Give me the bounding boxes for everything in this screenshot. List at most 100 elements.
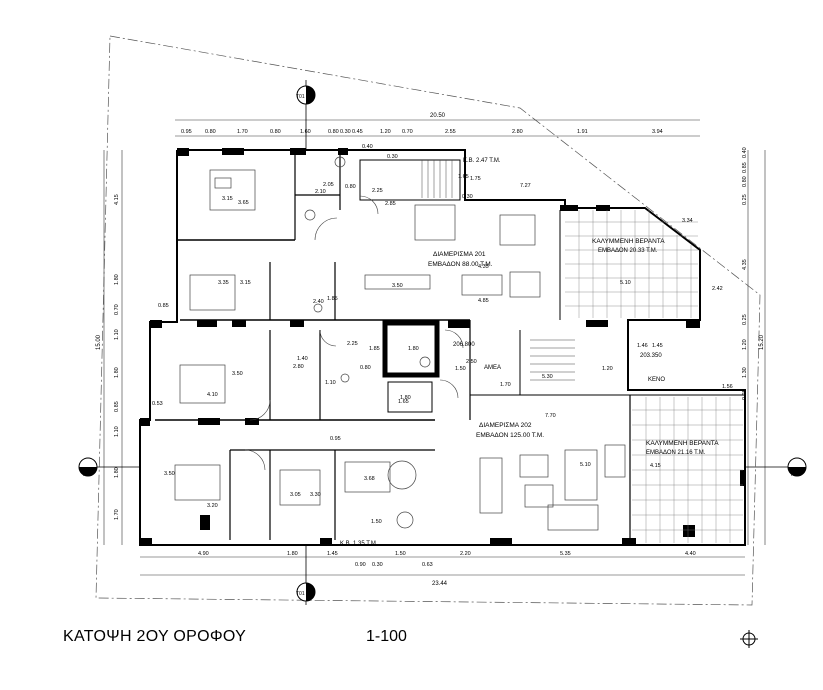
section-label-bottom: T01 bbox=[296, 591, 305, 597]
dimension-right-segment: 0.80 bbox=[742, 176, 748, 187]
dimension-right-segment: 0.25 bbox=[742, 389, 748, 400]
plot-boundary bbox=[95, 35, 761, 606]
dimension-interior: 0.40 bbox=[362, 144, 373, 150]
dimension-right-segment: 1.30 bbox=[742, 367, 748, 378]
storage-top-label: Κ.Β. 2.47 Τ.Μ. bbox=[463, 158, 501, 164]
dimension-interior: 0.30 bbox=[462, 194, 473, 200]
level-mark-1: 206.800 bbox=[453, 342, 475, 348]
dimension-top-segment: 0.80 bbox=[205, 129, 216, 135]
section-label-left: T02 bbox=[82, 472, 91, 478]
dimension-top-segment: 0.80 bbox=[270, 129, 281, 135]
dimension-interior: 0.80 bbox=[360, 365, 371, 371]
section-label-right: T02 bbox=[790, 472, 799, 478]
veranda-grid-bottom bbox=[632, 397, 743, 543]
dimension-interior: 2.25 bbox=[372, 188, 383, 194]
dimension-interior: 1.85 bbox=[369, 346, 380, 352]
dimension-interior: 1.20 bbox=[602, 366, 613, 372]
dimension-interior: 1.75 bbox=[470, 176, 481, 182]
dimension-interior: 1.65 bbox=[398, 399, 409, 405]
dimension-left-segment: 1.10 bbox=[114, 426, 120, 437]
dimension-bottom-segment: 4.90 bbox=[198, 551, 209, 557]
dimension-left-segment: 1.80 bbox=[114, 274, 120, 285]
dimension-interior: 0.53 bbox=[152, 401, 163, 407]
veranda-top-area: ΕΜΒΑΔΟΝ 20.33 Τ.Μ. bbox=[598, 248, 658, 254]
dimension-interior: 3.30 bbox=[310, 492, 321, 498]
dimension-interior: 1.50 bbox=[371, 519, 382, 525]
dimension-left-segment: 0.70 bbox=[114, 304, 120, 315]
section-label-top: T01 bbox=[296, 94, 305, 100]
dimension-bottom-segment: 0.30 bbox=[372, 562, 383, 568]
dimension-left-segment: 1.10 bbox=[114, 329, 120, 340]
dimension-interior: 4.35 bbox=[478, 264, 489, 270]
veranda-bottom-name: ΚΑΛΥΜΜΕΝΗ ΒΕΡΑΝΤΑ bbox=[646, 440, 719, 447]
dimension-right-segment: 0.40 bbox=[742, 147, 748, 158]
dimension-interior: 2.42 bbox=[712, 286, 723, 292]
dimension-bottom-total: 23.44 bbox=[432, 581, 448, 587]
dimension-interior: 0.80 bbox=[345, 184, 356, 190]
section-markers bbox=[78, 80, 807, 605]
void-label: ΚΕΝΟ bbox=[648, 377, 665, 383]
dimension-bottom-segment: 2.20 bbox=[460, 551, 471, 557]
dimension-interior: 5.30 bbox=[542, 374, 553, 380]
dimension-bottom-segment: 1.80 bbox=[287, 551, 298, 557]
dimension-bottom-segment: 0.90 bbox=[355, 562, 366, 568]
dimension-right-segment: 0.85 bbox=[742, 162, 748, 173]
dimension-right-segment: 0.25 bbox=[742, 314, 748, 325]
dimension-top-segment: 2.80 bbox=[512, 129, 523, 135]
dimension-interior: 3.05 bbox=[290, 492, 301, 498]
dimension-interior: 2.05 bbox=[323, 182, 334, 188]
dimension-interior: 3.50 bbox=[392, 283, 403, 289]
apartment-202-area: ΕΜΒΑΔΟΝ 125.00 Τ.Μ. bbox=[476, 432, 544, 439]
dimension-interior: 4.85 bbox=[478, 298, 489, 304]
veranda-bottom-area: ΕΜΒΑΔΟΝ 21.16 Τ.Μ. bbox=[646, 450, 706, 456]
dimension-interior: 1.10 bbox=[325, 380, 336, 386]
dimension-interior: 0.30 bbox=[387, 154, 398, 160]
dimension-top-segment: 2.55 bbox=[445, 129, 456, 135]
dimension-left-segment: 4.15 bbox=[114, 194, 120, 205]
apartment-201-name: ΔΙΑΜΕΡΙΣΜΑ 201 bbox=[433, 251, 486, 258]
dimension-interior: 3.68 bbox=[364, 476, 375, 482]
dimension-left-total: 15.00 bbox=[96, 334, 102, 350]
dimension-top-segment: 0.95 bbox=[181, 129, 192, 135]
dimension-right-total: 15.20 bbox=[759, 334, 765, 350]
accessible-wc-label: ΑΜΕΑ bbox=[484, 365, 501, 371]
dimension-top-segment: 0.80 bbox=[328, 129, 339, 135]
dimension-interior: 3.20 bbox=[207, 503, 218, 509]
dimension-interior: 4.10 bbox=[207, 392, 218, 398]
dimension-interior: 4.15 bbox=[650, 463, 661, 469]
dimension-top-segment: 1.20 bbox=[380, 129, 391, 135]
building-walls bbox=[139, 149, 746, 546]
dimension-interior: 1.50 bbox=[455, 366, 466, 372]
dimension-interior: 1.46 bbox=[637, 343, 648, 349]
door-swings bbox=[244, 195, 464, 471]
dimension-interior: 0.95 bbox=[330, 436, 341, 442]
dimension-bottom-segment: 1.45 bbox=[327, 551, 338, 557]
dimension-right-segment: 0.25 bbox=[742, 194, 748, 205]
dimension-interior: 2.85 bbox=[385, 201, 396, 207]
dimension-left-segment: 1.70 bbox=[114, 509, 120, 520]
dimension-top-segment: 1.70 bbox=[237, 129, 248, 135]
dimension-bottom-segment: 5.35 bbox=[560, 551, 571, 557]
dimension-top-segment: 0.70 bbox=[402, 129, 413, 135]
stairs bbox=[421, 160, 575, 381]
dimension-bottom-segment: 1.50 bbox=[395, 551, 406, 557]
dimension-interior: 5.10 bbox=[580, 462, 591, 468]
target-icon bbox=[740, 630, 758, 648]
furniture bbox=[174, 156, 626, 531]
dimension-bottom-segment: 0.63 bbox=[422, 562, 433, 568]
dimension-interior: 3.50 bbox=[232, 371, 243, 377]
dimension-top-segment: 3.94 bbox=[652, 129, 663, 135]
dimension-interior: 1.80 bbox=[400, 395, 411, 401]
dimension-lines bbox=[103, 119, 766, 576]
dimension-interior: 5.10 bbox=[620, 280, 631, 286]
dimension-left-segment: 0.85 bbox=[114, 401, 120, 412]
dimension-interior: 2.40 bbox=[313, 299, 324, 305]
dimension-interior: 1.45 bbox=[652, 343, 663, 349]
dimension-top-segment: 0.45 bbox=[352, 129, 363, 135]
dimension-interior: 1.80 bbox=[408, 346, 419, 352]
veranda-grid-top bbox=[565, 210, 698, 318]
dimension-top-segment: 1.91 bbox=[577, 129, 588, 135]
dimension-interior: 1.65 bbox=[458, 174, 469, 180]
